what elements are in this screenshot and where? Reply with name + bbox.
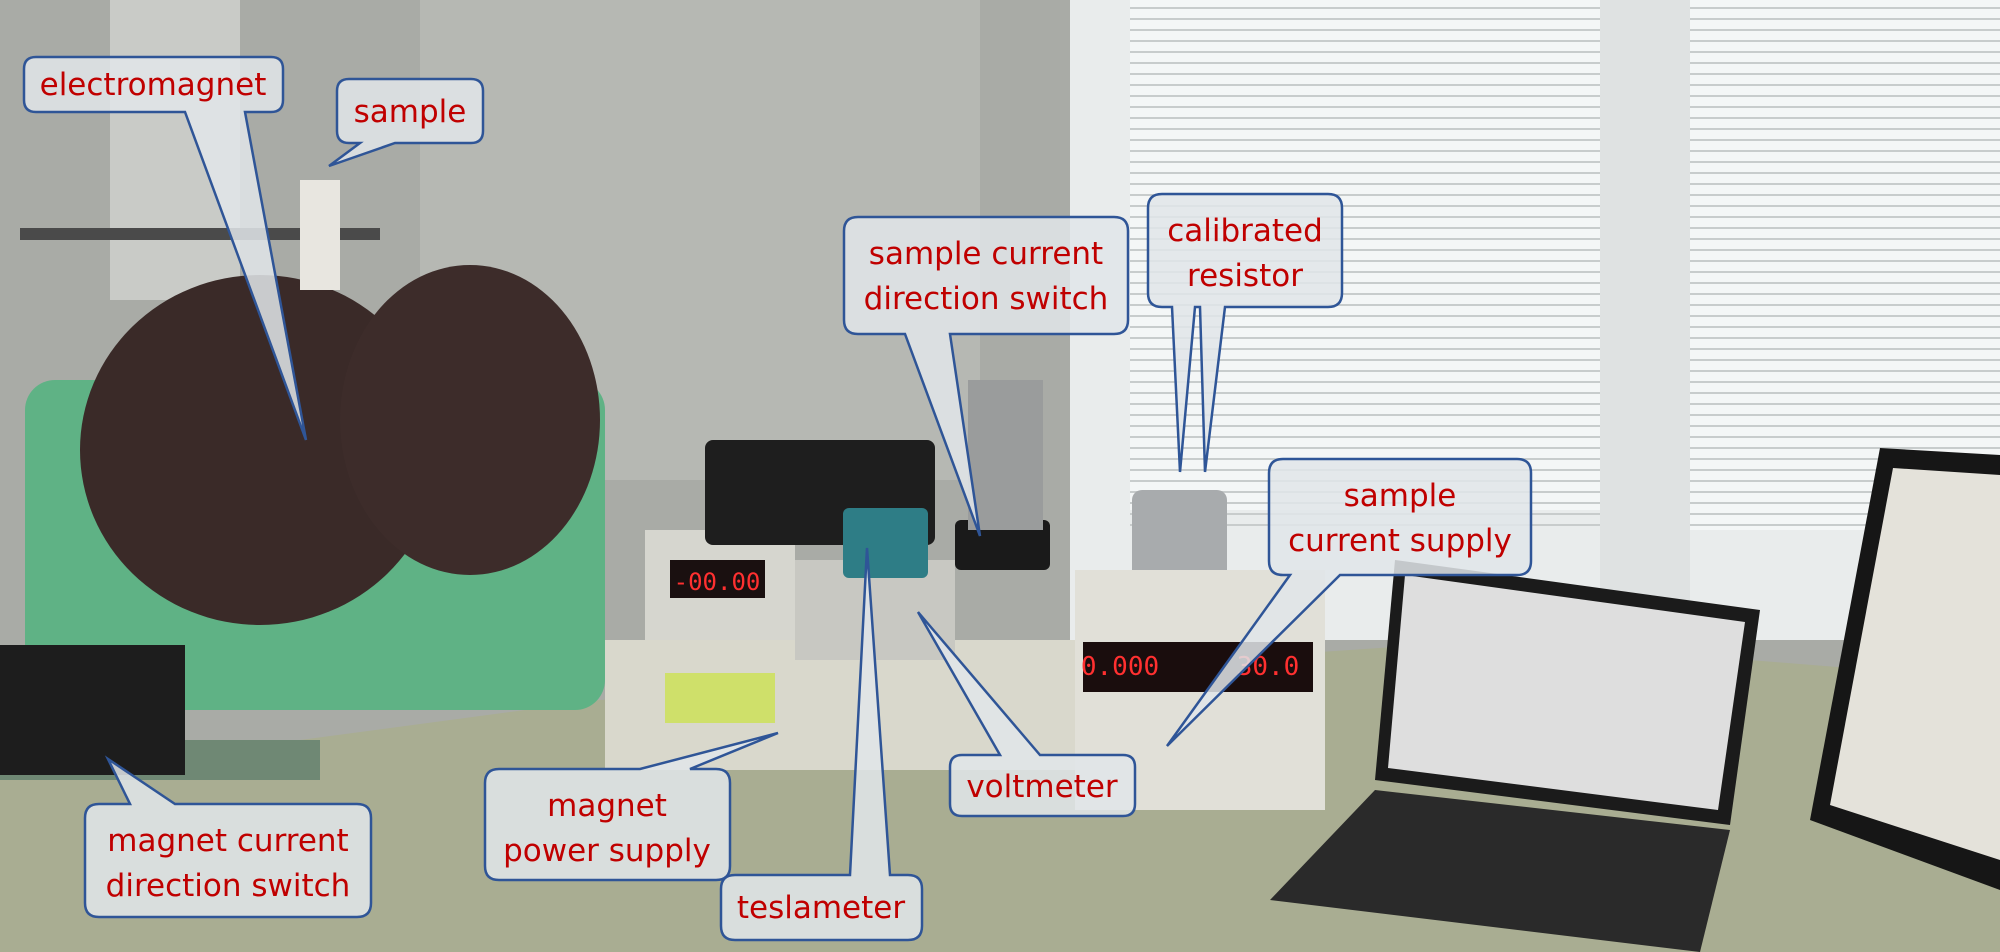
sample-current-supply-display: [1083, 642, 1313, 692]
callout-sample-current-direction-switch: sample current direction switch: [842, 215, 1130, 537]
current-supply-left-reading: 0.000: [1081, 652, 1159, 682]
label-magnet-current-direction-switch-line1: magnet current: [107, 823, 348, 859]
magnet-meter-display: [670, 560, 765, 598]
callout-magnet-power-supply: magnet power supply: [483, 731, 779, 882]
label-sample-current-supply-line2: current supply: [1288, 523, 1512, 559]
sample-rod: [20, 228, 380, 240]
callout-calibrated-resistor: calibrated resistor: [1146, 192, 1344, 473]
magnet-coil-right: [340, 265, 600, 575]
magnet-meter-reading: -00.00: [674, 568, 761, 596]
label-magnet-current-direction-switch-line2: direction switch: [106, 868, 351, 904]
label-electromagnet: electromagnet: [40, 67, 267, 103]
callout-sample: sample: [328, 77, 485, 168]
window-mullion: [1600, 0, 1690, 600]
magnet-direction-switch-box: [0, 645, 185, 775]
callout-voltmeter: voltmeter: [916, 611, 1137, 818]
label-calibrated-resistor-line2: resistor: [1187, 258, 1303, 294]
callout-teslameter: teslameter: [719, 547, 924, 942]
callout-electromagnet: electromagnet: [22, 55, 308, 441]
label-magnet-power-supply-line2: power supply: [503, 833, 711, 869]
label-magnet-power-supply-line1: magnet: [547, 788, 667, 824]
magnet-power-supply-display: [665, 673, 775, 723]
window-blinds-right: [1690, 0, 2000, 530]
label-sample: sample: [354, 94, 467, 130]
label-voltmeter: voltmeter: [966, 769, 1118, 805]
label-sample-current-direction-switch-line1: sample current: [869, 236, 1103, 272]
label-sample-current-supply-line1: sample: [1344, 478, 1457, 514]
label-teslameter: teslameter: [737, 890, 905, 926]
callout-magnet-current-direction-switch: magnet current direction switch: [83, 755, 373, 919]
laptop-screen: [1388, 575, 1745, 810]
resistor-can-back: [968, 380, 1043, 530]
laptop-keyboard: [1270, 790, 1730, 952]
monitor-screen: [1830, 468, 2000, 860]
callout-sample-current-supply: sample current supply: [1165, 457, 1533, 747]
sample-holder: [300, 180, 340, 290]
label-sample-current-direction-switch-line2: direction switch: [864, 281, 1109, 317]
teslameter-body: [843, 508, 928, 578]
label-calibrated-resistor-line1: calibrated: [1167, 213, 1323, 249]
